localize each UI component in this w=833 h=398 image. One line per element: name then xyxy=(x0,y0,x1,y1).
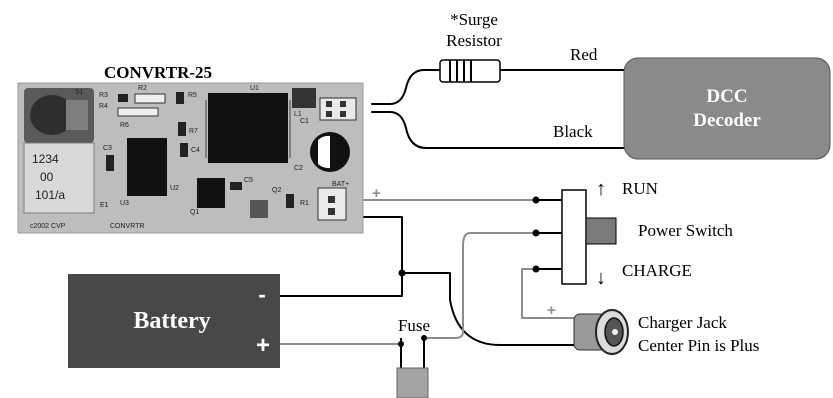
switch-detail xyxy=(66,100,88,130)
charger-jack xyxy=(573,309,629,355)
fuse-joint xyxy=(421,335,427,341)
connector-pin xyxy=(326,101,332,107)
silk-q2: Q2 xyxy=(272,187,281,194)
inductor-l1 xyxy=(292,88,316,108)
wires xyxy=(277,69,627,346)
silk-bat: BAT+ xyxy=(332,181,349,188)
surge-resistor xyxy=(439,59,501,83)
charger-jack-label-line-2: Center Pin is Plus xyxy=(638,336,759,355)
resistor-part xyxy=(178,122,186,136)
wire-charge-plus xyxy=(521,268,579,319)
plus-marker-jack: + xyxy=(547,302,556,319)
battery-label: Battery xyxy=(133,308,210,334)
silk-c4: C4 xyxy=(191,147,200,154)
silk-r6: R6 xyxy=(120,122,129,129)
silk-c3: C3 xyxy=(103,145,112,152)
battery xyxy=(68,274,280,368)
battery-plus-terminal: + xyxy=(256,332,270,359)
transistor-q2 xyxy=(250,200,268,218)
run-label: RUN xyxy=(622,179,658,198)
board-shadow xyxy=(17,82,364,234)
silk-u2: U2 xyxy=(170,185,179,192)
chip-line-3: 101/a xyxy=(35,188,65,202)
charger-jack-pin xyxy=(612,329,618,335)
fuse xyxy=(396,335,429,398)
connector-pin xyxy=(340,101,346,107)
chip-line-1: 1234 xyxy=(32,152,59,166)
capacitor-c2-mark xyxy=(318,135,330,169)
arrow-down-icon: ↓ xyxy=(596,267,606,289)
silk-bottom-right: CONVRTR xyxy=(110,223,144,230)
resistor-part xyxy=(176,92,184,104)
plus-marker-board: + xyxy=(372,185,381,202)
chip-u2 xyxy=(127,138,167,196)
red-wire-label: Red xyxy=(570,45,598,64)
power-switch-lever xyxy=(585,217,617,245)
silk-q1: Q1 xyxy=(190,209,199,216)
battery-minus-terminal: - xyxy=(258,282,265,307)
silk-l1: L1 xyxy=(294,111,302,118)
fuse-body xyxy=(396,367,429,398)
transistor-q1 xyxy=(197,178,225,208)
fuse-label: Fuse xyxy=(398,316,430,335)
silk-r7: R7 xyxy=(189,128,198,135)
lead-connector xyxy=(319,97,357,121)
fuse-joint xyxy=(398,341,404,347)
charger-jack-label-line-1: Charger Jack xyxy=(638,313,727,332)
silk-bottom-left: c2002 CVP xyxy=(30,223,66,230)
black-wire-label: Black xyxy=(553,122,593,141)
smd-part xyxy=(286,194,294,208)
circuit-board: 1234 00 101/a xyxy=(17,82,364,234)
wire-red xyxy=(371,69,627,105)
wire-switch-common xyxy=(424,232,541,339)
smd-part xyxy=(180,143,188,157)
dcc-decoder xyxy=(623,57,831,160)
chip-u1-pins xyxy=(205,100,291,158)
bat-terminal-pin xyxy=(328,196,335,203)
surge-label-line-2: Resistor xyxy=(446,31,502,50)
smd-part xyxy=(230,182,242,190)
chip-line-2: 00 xyxy=(40,170,54,184)
junction-dot xyxy=(398,269,406,277)
power-switch-body xyxy=(561,189,587,285)
wire-board-ground xyxy=(279,216,403,297)
resistor-part xyxy=(134,93,166,104)
bat-terminal xyxy=(317,187,347,221)
silk-c1: C1 xyxy=(300,118,309,125)
silk-r4: R4 xyxy=(99,103,108,110)
silk-r2: R2 xyxy=(138,85,147,92)
wire-black xyxy=(371,111,627,149)
connector-pin xyxy=(326,111,332,117)
silk-u1: U1 xyxy=(250,85,259,92)
silk-u3: U3 xyxy=(120,200,129,207)
decoder-label-line-2: Decoder xyxy=(693,110,761,131)
silk-c2: C2 xyxy=(294,165,303,172)
smd-part xyxy=(106,155,114,171)
power-switch-label: Power Switch xyxy=(638,221,733,240)
arrow-up-icon: ↑ xyxy=(596,178,606,200)
chip-u1 xyxy=(208,93,288,163)
charge-label: CHARGE xyxy=(622,261,692,280)
connector-pin xyxy=(340,111,346,117)
board-title: CONVRTR-25 xyxy=(104,63,212,82)
slide-switch-knob xyxy=(30,95,74,135)
silk-e1: E1 xyxy=(100,202,109,209)
bat-terminal-pin xyxy=(328,208,335,215)
silk-r3: R3 xyxy=(99,92,108,99)
junction-dots xyxy=(398,196,540,277)
silk-s1: S1 xyxy=(75,89,84,96)
decoder-label-line-1: DCC xyxy=(706,86,747,107)
resistor-part xyxy=(117,107,159,117)
resistor-part xyxy=(118,94,128,102)
silk-r1: R1 xyxy=(300,200,309,207)
silk-r5: R5 xyxy=(188,92,197,99)
surge-label-line-1: *Surge xyxy=(450,10,498,29)
silk-c5: C5 xyxy=(244,177,253,184)
label-chip xyxy=(23,142,95,214)
